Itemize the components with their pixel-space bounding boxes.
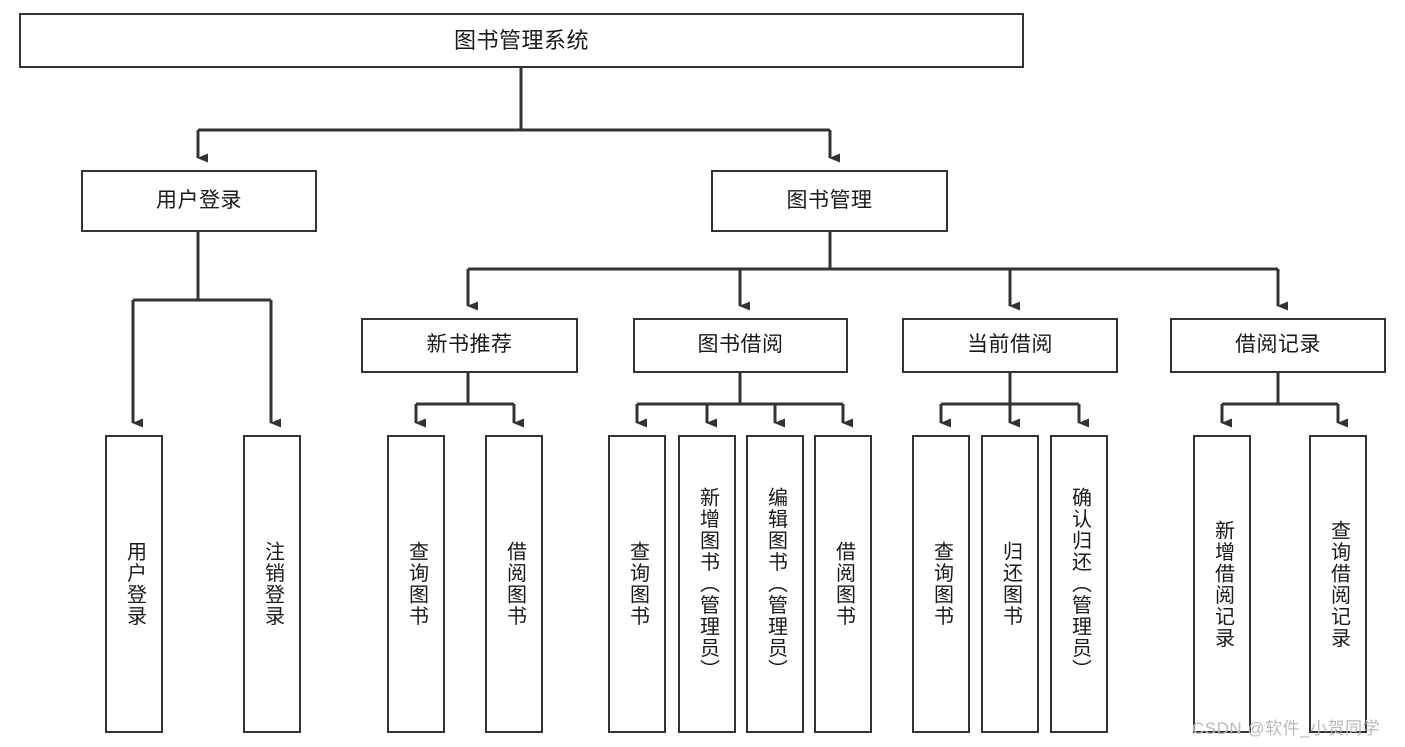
node-leaf-logout-login-label: 注销登录 xyxy=(261,541,284,627)
node-borrow-record[interactable]: 借阅记录 xyxy=(1170,318,1386,373)
node-leaf-edit-book[interactable]: 编辑图书（管理员） xyxy=(746,435,804,733)
node-leaf-query-book-1-label: 查询图书 xyxy=(405,541,428,627)
node-new-book-recommend[interactable]: 新书推荐 xyxy=(361,318,578,373)
node-root-system[interactable]: 图书管理系统 xyxy=(19,13,1024,68)
node-book-manage-label: 图书管理 xyxy=(786,188,873,212)
node-leaf-return-book-label: 归还图书 xyxy=(999,541,1022,627)
node-leaf-add-record[interactable]: 新增借阅记录 xyxy=(1193,435,1251,733)
node-leaf-add-record-label: 新增借阅记录 xyxy=(1211,519,1234,649)
node-leaf-query-book-2-label: 查询图书 xyxy=(626,541,649,627)
node-leaf-edit-book-label: 编辑图书（管理员） xyxy=(764,487,787,681)
node-leaf-borrow-book-1-label: 借阅图书 xyxy=(503,541,526,627)
node-leaf-confirm-return[interactable]: 确认归还（管理员） xyxy=(1050,435,1108,733)
node-current-borrow-label: 当前借阅 xyxy=(967,333,1053,357)
node-user-login[interactable]: 用户登录 xyxy=(81,170,317,232)
node-book-borrow[interactable]: 图书借阅 xyxy=(633,318,848,373)
node-leaf-logout-login[interactable]: 注销登录 xyxy=(243,435,301,733)
node-leaf-return-book[interactable]: 归还图书 xyxy=(981,435,1039,733)
node-leaf-add-book[interactable]: 新增图书（管理员） xyxy=(678,435,736,733)
node-leaf-confirm-return-label: 确认归还（管理员） xyxy=(1068,487,1091,681)
node-leaf-borrow-book-2[interactable]: 借阅图书 xyxy=(814,435,872,733)
node-book-borrow-label: 图书借阅 xyxy=(697,333,784,357)
node-root-system-label: 图书管理系统 xyxy=(453,27,589,53)
node-leaf-query-record[interactable]: 查询借阅记录 xyxy=(1309,435,1367,733)
node-user-login-label: 用户登录 xyxy=(156,188,242,212)
node-leaf-query-book-1[interactable]: 查询图书 xyxy=(387,435,445,733)
node-leaf-user-login[interactable]: 用户登录 xyxy=(105,435,163,733)
node-new-book-recommend-label: 新书推荐 xyxy=(426,333,513,357)
node-borrow-record-label: 借阅记录 xyxy=(1235,333,1321,357)
node-leaf-add-book-label: 新增图书（管理员） xyxy=(696,487,719,681)
node-leaf-borrow-book-2-label: 借阅图书 xyxy=(832,541,855,627)
node-leaf-user-login-label: 用户登录 xyxy=(123,541,146,627)
node-leaf-query-book-3-label: 查询图书 xyxy=(930,541,953,627)
node-leaf-borrow-book-1[interactable]: 借阅图书 xyxy=(485,435,543,733)
node-current-borrow[interactable]: 当前借阅 xyxy=(902,318,1118,373)
node-leaf-query-record-label: 查询借阅记录 xyxy=(1327,519,1350,649)
node-book-manage[interactable]: 图书管理 xyxy=(711,170,948,232)
node-leaf-query-book-2[interactable]: 查询图书 xyxy=(608,435,666,733)
node-leaf-query-book-3[interactable]: 查询图书 xyxy=(912,435,970,733)
